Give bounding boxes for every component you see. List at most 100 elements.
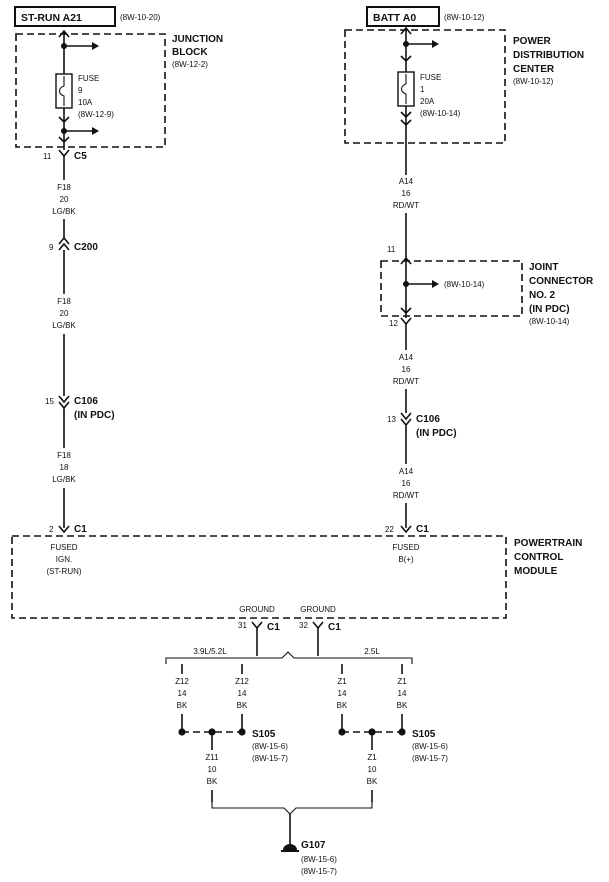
pdc-ref: (8W-10-12)	[513, 77, 554, 86]
joint-arrow-down	[400, 307, 412, 315]
wire-z1-b-circuit: Z1	[397, 677, 407, 686]
splice-s105-right-ref2: (8W-15-7)	[412, 754, 448, 763]
ground-label-left: GROUND	[239, 605, 275, 614]
wire-z1-heavy-gauge: 10	[368, 765, 377, 774]
source-ref-right: (8W-10-12)	[444, 13, 485, 22]
wire-z1-heavy-color: BK	[367, 777, 378, 786]
pin22-function-1: FUSED	[392, 543, 419, 552]
engine-option-right: 2.5L	[364, 647, 380, 656]
junction-block-boundary	[15, 33, 166, 148]
pcm-name-1: POWERTRAIN	[514, 538, 582, 549]
pin2-function-2: IGN.	[56, 555, 72, 564]
fuse-9-number: 9	[78, 86, 83, 95]
wire-z12-b-circuit: Z12	[235, 677, 249, 686]
connector-c106-right-icon	[400, 412, 412, 427]
wire-a14-circuit-2: A14	[399, 353, 414, 362]
wire-f18-circuit-3: F18	[57, 451, 71, 460]
arrow-down-right-2	[400, 111, 412, 127]
fuse-1-ref: (8W-10-14)	[420, 109, 461, 118]
wire-a14-gauge-2: 16	[402, 365, 411, 374]
joint-name-2: CONNECTOR	[529, 276, 594, 287]
arrow-down-right-1	[400, 55, 412, 63]
connector-c1-pin2-pin: 2	[49, 525, 54, 534]
ground-g107-name: G107	[301, 840, 326, 851]
junction-block-name-1: JUNCTION	[172, 34, 223, 45]
fuse-1-label: FUSE	[420, 73, 441, 82]
fuse-element	[58, 76, 65, 106]
junction-block-name-2: BLOCK	[172, 47, 208, 58]
wire-z11-circuit: Z11	[205, 753, 219, 762]
connector-c200-icon	[58, 236, 70, 251]
wire-z1-a-gauge: 14	[338, 689, 347, 698]
wire-z12-a-circuit: Z12	[175, 677, 189, 686]
splice-dot	[238, 728, 246, 736]
wire-z12-b-color: BK	[237, 701, 248, 710]
fuse-element	[400, 74, 407, 104]
splice-s105-right-name: S105	[412, 729, 436, 740]
connector-c200-pin: 9	[49, 243, 54, 252]
arrow-up-left	[58, 29, 70, 38]
ground-brace	[211, 802, 373, 815]
connector-c106-left-icon	[58, 395, 70, 410]
pin2-function-1: FUSED	[50, 543, 77, 552]
joint-connector-boundary	[380, 260, 523, 317]
connector-c106-left-note: (IN PDC)	[74, 410, 115, 421]
connector-c1-pin2-icon	[58, 525, 70, 534]
ground-label-right: GROUND	[300, 605, 336, 614]
pin2-function-3: (ST-RUN)	[46, 567, 81, 576]
splice-s105-right-ref1: (8W-15-6)	[412, 742, 448, 751]
wire-z12-a-color: BK	[177, 701, 188, 710]
splice-s105-left-ref1: (8W-15-6)	[252, 742, 288, 751]
ground-pin-31: 31	[238, 621, 247, 630]
connector-c5-icon	[58, 149, 70, 158]
fuse-9-label: FUSE	[78, 74, 99, 83]
pdc-name-3: CENTER	[513, 64, 555, 75]
ground-c1-pin32-icon	[312, 621, 324, 630]
wire-f18-gauge-1: 20	[60, 195, 69, 204]
connector-c5-name: C5	[74, 151, 87, 162]
connector-c106-left-pin: 15	[45, 397, 54, 406]
fuse-1-rating: 20A	[420, 97, 435, 106]
ground-connector-left: C1	[267, 622, 280, 633]
wire-a14-circuit-3: A14	[399, 467, 414, 476]
ground-g107-icon	[283, 844, 297, 850]
splice-s105-left-ref2: (8W-15-7)	[252, 754, 288, 763]
splice-s105-left-name: S105	[252, 729, 276, 740]
splice-dot	[398, 728, 406, 736]
source-label-left: ST-RUN A21	[21, 12, 82, 24]
connector-c1-pin22-icon	[400, 525, 412, 534]
arrow-down-left-2	[58, 136, 70, 144]
fuse-1-number: 1	[420, 85, 425, 94]
wire-z1-b-gauge: 14	[398, 689, 407, 698]
joint-ref-2: (8W-10-14)	[529, 317, 570, 326]
junction-block-ref: (8W-12-2)	[172, 60, 208, 69]
wire-a14-color-3: RD/WT	[393, 491, 419, 500]
source-box-left	[14, 6, 116, 27]
wire-f18-color-2: LG/BK	[52, 321, 76, 330]
branch-arrow-left-1	[92, 42, 99, 50]
engine-option-left: 3.9L/5.2L	[193, 647, 227, 656]
wire-z1-a-color: BK	[337, 701, 348, 710]
connector-c106-left-name: C106	[74, 396, 98, 407]
wire-f18-gauge-2: 20	[60, 309, 69, 318]
branch-arrow-joint	[432, 280, 439, 288]
arrow-up-right	[400, 26, 412, 35]
connector-c1-pin22-pin: 22	[385, 525, 394, 534]
fuse-9-ref: (8W-12-9)	[78, 110, 114, 119]
wire-f18-color-3: LG/BK	[52, 475, 76, 484]
source-box-right	[366, 6, 440, 27]
wire-a14-circuit-1: A14	[399, 177, 414, 186]
joint-name-1: JOINT	[529, 262, 558, 273]
connector-c106-right-note: (IN PDC)	[416, 428, 457, 439]
branch-arrow-left-2	[92, 127, 99, 135]
pdc-boundary	[344, 29, 506, 144]
source-ref-left: (8W-10-20)	[120, 13, 161, 22]
joint-pin-top: 11	[387, 245, 396, 254]
connector-c106-right-pin: 13	[387, 415, 396, 424]
pin22-function-2: B(+)	[398, 555, 414, 564]
source-label-right: BATT A0	[373, 12, 416, 24]
joint-name-4: (IN PDC)	[529, 304, 570, 315]
connector-c200-name: C200	[74, 242, 98, 253]
wire-a14-color-1: RD/WT	[393, 201, 419, 210]
